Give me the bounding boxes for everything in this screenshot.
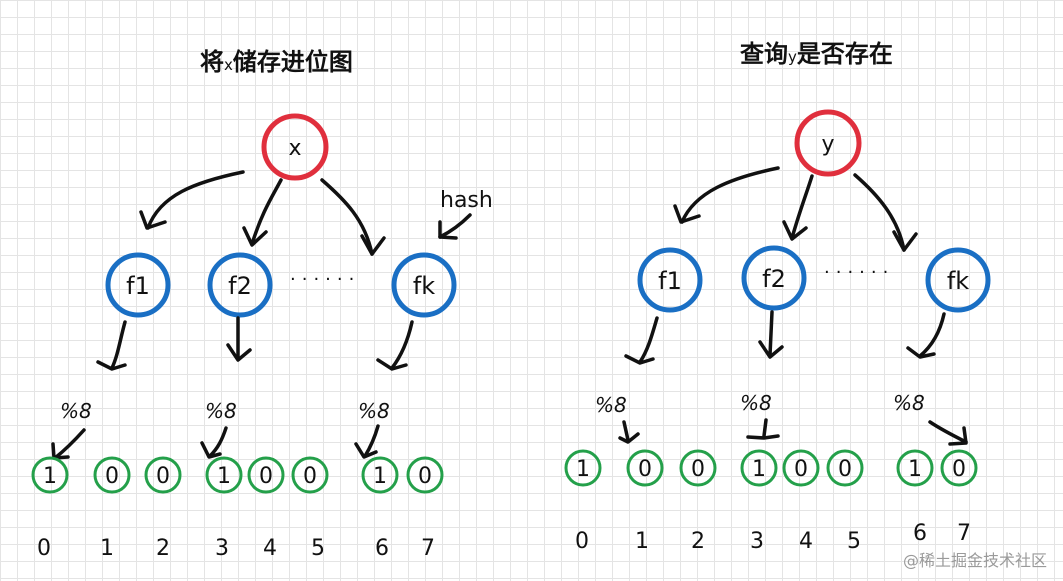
right-function-fk: fk bbox=[925, 247, 991, 313]
left-index-7: 7 bbox=[421, 536, 435, 561]
left-index-1: 1 bbox=[100, 536, 114, 561]
svg-text:1: 1 bbox=[373, 464, 387, 489]
right-index-3: 3 bbox=[750, 529, 764, 554]
left-index-3: 3 bbox=[215, 536, 229, 561]
svg-text:0: 0 bbox=[156, 464, 170, 489]
left-function-f1: f1 bbox=[105, 252, 171, 318]
left-index-2: 2 bbox=[156, 536, 170, 561]
right-bit-7: 0 bbox=[940, 449, 978, 487]
left-bit-3: 1 bbox=[205, 456, 243, 494]
left-hash-label: hash bbox=[440, 188, 493, 213]
right-ellipsis: ······ bbox=[824, 262, 894, 283]
svg-text:1: 1 bbox=[908, 457, 922, 482]
left-function-fk-label: fk bbox=[413, 272, 435, 300]
left-bit-5: 0 bbox=[291, 456, 329, 494]
right-index-1: 1 bbox=[635, 529, 649, 554]
watermark: @稀土掘金技术社区 bbox=[902, 551, 1047, 570]
left-index-5: 5 bbox=[311, 536, 325, 561]
left-index-0: 0 bbox=[37, 536, 51, 561]
left-down-arrows bbox=[96, 316, 414, 371]
right-function-fk-label: fk bbox=[947, 267, 969, 295]
svg-text:1: 1 bbox=[576, 457, 590, 482]
right-function-f2-label: f2 bbox=[762, 265, 786, 293]
left-panel: 将x储存进位图 x hash f1 f2 ······ bbox=[31, 48, 493, 561]
left-index-6: 6 bbox=[375, 536, 389, 561]
svg-text:0: 0 bbox=[794, 457, 808, 482]
right-index-6: 6 bbox=[913, 521, 927, 546]
left-function-f1-label: f1 bbox=[126, 272, 150, 300]
left-function-f2-label: f2 bbox=[228, 272, 252, 300]
right-mod-1: %8 bbox=[595, 393, 627, 417]
svg-text:0: 0 bbox=[105, 464, 119, 489]
left-mod-3: %8 bbox=[358, 399, 390, 423]
left-bit-array: 1 0 0 1 0 0 1 0 bbox=[31, 456, 444, 494]
svg-text:1: 1 bbox=[43, 464, 57, 489]
right-index-4: 4 bbox=[799, 529, 813, 554]
right-bit-array: 1 0 0 1 0 0 1 0 bbox=[564, 449, 978, 487]
left-ellipsis: ······ bbox=[290, 269, 360, 290]
right-input-node: y bbox=[794, 109, 862, 177]
right-bit-0: 1 bbox=[564, 449, 602, 487]
right-title: 查询y是否存在 bbox=[740, 40, 893, 68]
right-bit-6: 1 bbox=[896, 449, 934, 487]
right-bit-5: 0 bbox=[826, 449, 864, 487]
right-indices: 0 1 2 3 4 5 6 7 bbox=[575, 521, 971, 554]
svg-text:1: 1 bbox=[752, 457, 766, 482]
left-title: 将x储存进位图 bbox=[200, 48, 353, 76]
left-mod-1: %8 bbox=[60, 399, 92, 423]
right-function-f2: f2 bbox=[741, 245, 807, 311]
left-bit-6: 1 bbox=[361, 456, 399, 494]
left-bit-2: 0 bbox=[144, 456, 182, 494]
right-input-label: y bbox=[821, 132, 834, 157]
right-index-7: 7 bbox=[957, 521, 971, 546]
svg-text:0: 0 bbox=[259, 464, 273, 489]
svg-text:1: 1 bbox=[217, 464, 231, 489]
svg-text:0: 0 bbox=[838, 457, 852, 482]
left-mod-arrows bbox=[51, 424, 380, 460]
right-index-5: 5 bbox=[847, 529, 861, 554]
right-mod-arrows bbox=[618, 418, 968, 446]
right-mod-3: %8 bbox=[893, 391, 925, 415]
left-bit-1: 0 bbox=[93, 456, 131, 494]
right-index-0: 0 bbox=[575, 529, 589, 554]
right-index-2: 2 bbox=[691, 529, 705, 554]
right-bit-3: 1 bbox=[740, 449, 778, 487]
svg-text:0: 0 bbox=[418, 464, 432, 489]
right-panel: 查询y是否存在 y f1 f2 ······ fk bbox=[564, 40, 991, 554]
right-bit-4: 0 bbox=[782, 449, 820, 487]
left-indices: 0 1 2 3 4 5 6 7 bbox=[37, 536, 435, 561]
left-bit-7: 0 bbox=[406, 456, 444, 494]
svg-text:0: 0 bbox=[691, 457, 705, 482]
svg-text:0: 0 bbox=[303, 464, 317, 489]
left-input-node: x bbox=[261, 113, 329, 181]
right-bit-2: 0 bbox=[679, 449, 717, 487]
right-function-f1-label: f1 bbox=[658, 267, 682, 295]
left-bit-4: 0 bbox=[247, 456, 285, 494]
svg-text:0: 0 bbox=[952, 457, 966, 482]
left-bit-0: 1 bbox=[31, 456, 69, 494]
left-mod-2: %8 bbox=[205, 399, 237, 423]
left-function-fk: fk bbox=[391, 252, 457, 318]
right-down-arrows bbox=[624, 310, 946, 365]
right-bit-1: 0 bbox=[626, 449, 664, 487]
left-hash-arrows bbox=[139, 170, 386, 256]
left-function-f2: f2 bbox=[207, 252, 273, 318]
left-index-4: 4 bbox=[263, 536, 277, 561]
svg-text:0: 0 bbox=[638, 457, 652, 482]
right-mod-2: %8 bbox=[740, 391, 772, 415]
right-hash-arrows bbox=[673, 166, 918, 252]
left-input-label: x bbox=[288, 136, 301, 161]
right-function-f1: f1 bbox=[637, 247, 703, 313]
